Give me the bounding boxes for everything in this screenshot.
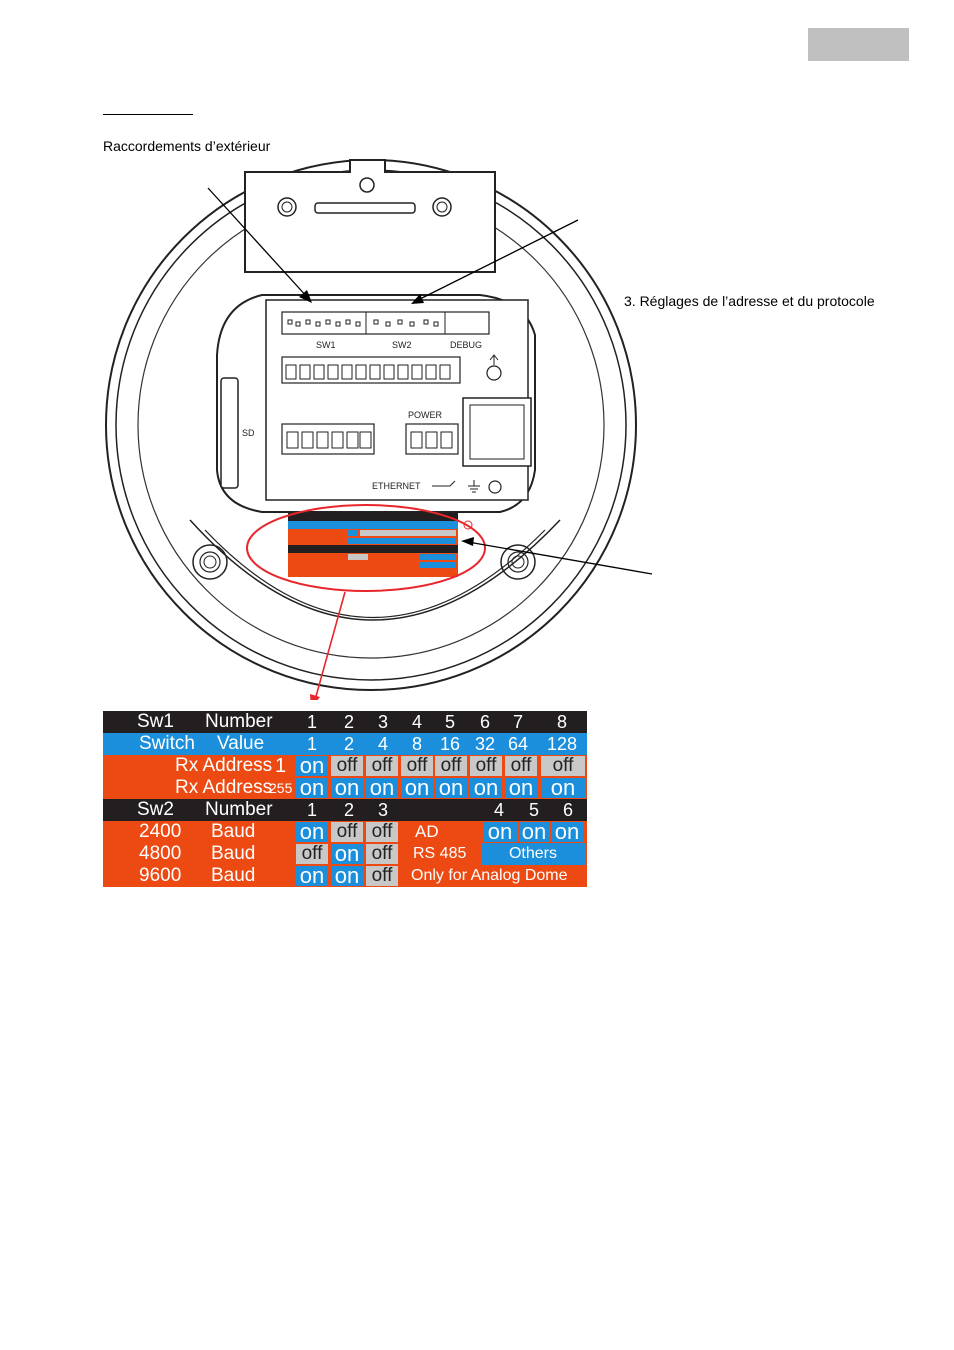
- switch-value: 128: [546, 734, 578, 754]
- baud-2400-row: 2400 Baud on off off AD on on on: [103, 821, 587, 843]
- baud-note: RS 485: [413, 845, 467, 862]
- switch-value: 8: [411, 734, 422, 754]
- sw2-num: 4: [493, 800, 504, 820]
- switch-state: off: [505, 756, 537, 776]
- value-label: Value: [217, 733, 265, 754]
- baud-rate: 2400: [139, 821, 182, 842]
- sw2-num: 6: [562, 800, 573, 820]
- heading-underline: [103, 114, 193, 115]
- sw1-num: 8: [556, 712, 567, 732]
- switch-state: on: [331, 777, 363, 799]
- switch-value: 32: [474, 734, 496, 754]
- switch-value: 1: [306, 734, 317, 754]
- dome-connection-diagram: SW1 SW2 DEBUG POWER ETHERNET SD: [105, 159, 653, 700]
- switch-value-row: Switch Value 1 2 4 8 16 32 64 128: [103, 733, 587, 755]
- switch-state: off: [296, 844, 328, 864]
- switch-state: off: [435, 756, 467, 776]
- switch-state: on: [470, 777, 502, 799]
- mini-switch-table: [288, 513, 473, 577]
- sd-label: SD: [242, 428, 255, 438]
- sw2-label: SW2: [392, 340, 412, 350]
- sw2-num: 1: [306, 800, 317, 820]
- baud-rate: 4800: [139, 843, 182, 864]
- baud-9600-row: 9600 Baud on on off Only for Analog Dome: [103, 865, 587, 887]
- sw2-num: 2: [343, 800, 354, 820]
- baud-unit: Baud: [211, 843, 256, 864]
- switch-state: on: [296, 755, 328, 777]
- switch-state: on: [483, 821, 517, 843]
- switch-state: on: [296, 865, 328, 887]
- baud-rate: 9600: [139, 865, 182, 886]
- sw2-number-label: Number: [205, 799, 273, 820]
- highlight-ellipse: [246, 504, 486, 592]
- switch-state: on: [401, 777, 433, 799]
- baud-4800-row: 4800 Baud off on off RS 485 Others: [103, 843, 587, 865]
- switch-state: off: [541, 756, 585, 776]
- sw2-number-row: Sw2 Number 1 2 3 4 5 6: [103, 799, 587, 821]
- callout-label: 3. Réglages de l’adresse et du protocole: [624, 293, 875, 309]
- switch-state: off: [366, 756, 398, 776]
- switch-state: off: [331, 822, 363, 842]
- ethernet-label: ETHERNET: [372, 481, 421, 491]
- section-caption: Raccordements d’extérieur: [103, 138, 271, 154]
- rx-address-label: Rx Address: [175, 777, 273, 798]
- sw2-num: 3: [377, 800, 388, 820]
- red-arrow: [314, 591, 346, 700]
- switch-settings-table: Sw1 Number 1 2 3 4 5 6 7 8 Switch Value …: [103, 711, 587, 887]
- rx-address-label: Rx Address: [175, 755, 273, 776]
- rx-address-255-row: Rx Address 255 on on on on on on on on: [103, 777, 587, 799]
- switch-state: on: [541, 777, 585, 799]
- sw1-num: 3: [377, 712, 388, 732]
- baud-note: AD: [415, 822, 439, 841]
- switch-state: off: [401, 756, 433, 776]
- switch-state: on: [551, 821, 583, 843]
- others-note: Others: [481, 843, 585, 865]
- baud-unit: Baud: [211, 821, 256, 842]
- switch-value: 16: [439, 734, 461, 754]
- switch-state: on: [519, 821, 549, 843]
- sw1-number-label: Number: [205, 711, 273, 732]
- switch-state: off: [366, 844, 398, 864]
- switch-state: on: [366, 777, 398, 799]
- power-label: POWER: [408, 410, 443, 420]
- sw2-name: Sw2: [137, 799, 174, 820]
- sw1-label: SW1: [316, 340, 336, 350]
- sw1-num: 4: [411, 712, 422, 732]
- rx-address-value: 255: [269, 780, 293, 796]
- switch-state: off: [470, 756, 502, 776]
- switch-state: on: [296, 777, 328, 799]
- switch-state: on: [331, 865, 363, 887]
- sw1-num: 2: [343, 712, 354, 732]
- switch-state: off: [366, 822, 398, 842]
- switch-value: 64: [507, 734, 529, 754]
- baud-unit: Baud: [211, 865, 256, 886]
- switch-state: on: [331, 843, 363, 865]
- header-tab: [808, 28, 909, 61]
- sw1-name: Sw1: [137, 711, 174, 732]
- switch-state: on: [435, 777, 467, 799]
- rx-address-1-row: Rx Address 1 on off off off off off off …: [103, 755, 587, 777]
- baud-note: Only for Analog Dome: [411, 867, 568, 884]
- switch-value: 4: [377, 734, 388, 754]
- sw1-number-row: Sw1 Number 1 2 3 4 5 6 7 8: [103, 711, 587, 733]
- sw1-num: 1: [306, 712, 317, 732]
- switch-label: Switch: [139, 733, 195, 754]
- switch-state: on: [296, 821, 328, 843]
- sw1-num: 7: [512, 712, 523, 732]
- switch-state: on: [505, 777, 537, 799]
- debug-label: DEBUG: [450, 340, 482, 350]
- sw2-num: 5: [528, 800, 539, 820]
- sw1-num: 6: [479, 712, 490, 732]
- sw1-num: 5: [444, 712, 455, 732]
- rx-address-value: 1: [275, 755, 287, 777]
- switch-value: 2: [343, 734, 354, 754]
- switch-state: off: [331, 756, 363, 776]
- switch-state: off: [366, 866, 398, 886]
